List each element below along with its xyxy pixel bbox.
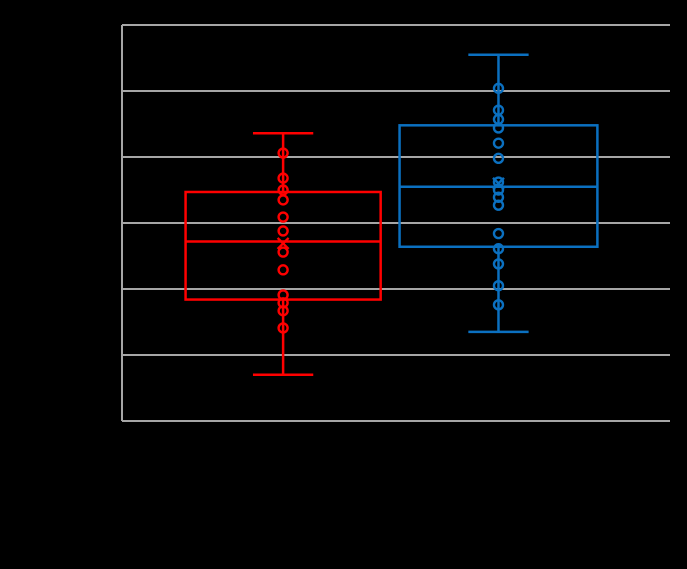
data-point-marker xyxy=(277,147,289,159)
data-point-marker xyxy=(492,299,505,311)
iqr-box xyxy=(184,190,382,301)
data-point-marker xyxy=(492,258,505,270)
data-point-marker xyxy=(492,82,505,95)
data-point-marker xyxy=(277,211,289,223)
data-point-marker xyxy=(277,264,289,276)
data-point-marker xyxy=(277,172,289,184)
gridlines-group xyxy=(122,24,670,422)
mean-x-marker xyxy=(492,177,505,190)
data-point-marker xyxy=(277,225,289,237)
data-point-marker xyxy=(492,184,505,196)
data-point-marker xyxy=(492,280,505,292)
data-point-marker xyxy=(492,152,505,165)
data-point-marker xyxy=(492,122,505,134)
data-point-marker xyxy=(277,322,289,334)
data-point-marker xyxy=(277,194,289,206)
data-point-marker xyxy=(492,227,505,240)
series-2-blue-boxplot xyxy=(398,53,599,334)
data-point-marker xyxy=(277,305,289,317)
data-point-marker xyxy=(277,246,289,258)
data-point-marker xyxy=(492,137,505,149)
data-point-marker xyxy=(492,199,505,211)
data-point-marker xyxy=(492,243,505,255)
series-1-red-boxplot xyxy=(184,131,382,377)
mean-x-marker xyxy=(276,237,290,250)
